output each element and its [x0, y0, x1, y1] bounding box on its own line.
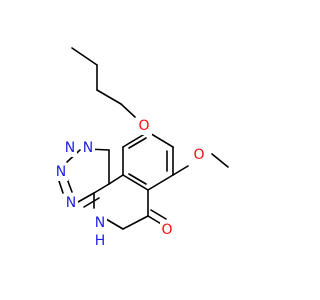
butoxy-chain [71, 47, 174, 148]
atom-o: O [160, 221, 175, 239]
bond [93, 183, 110, 194]
bond [147, 174, 174, 191]
atom-label-n: N [83, 140, 93, 156]
bond [83, 197, 100, 208]
atom-n: N [64, 194, 78, 212]
atom-label-o: O [193, 147, 204, 163]
atom-labels: N N N N N H O O O [54, 117, 207, 250]
atom-label-n: N [66, 195, 76, 211]
bond [122, 215, 149, 230]
atom-label-o: O [161, 222, 172, 238]
bond [147, 131, 174, 148]
atom-label-n: N [56, 164, 66, 180]
atom-label-h: H [95, 233, 106, 249]
atom-label-n: N [95, 215, 105, 231]
bond [150, 209, 167, 220]
atom-o: O [137, 117, 152, 135]
atom-n: N [54, 163, 68, 181]
atom-label-n: N [65, 140, 75, 156]
atom-o: O [192, 146, 207, 164]
bond [128, 173, 147, 185]
bond [120, 103, 136, 118]
molecule-structure: N N N N N H O O O [54, 47, 229, 250]
atom-n: N [81, 139, 95, 157]
atom-label-o: O [138, 118, 149, 134]
methoxy-group [172, 153, 229, 176]
bond [128, 137, 147, 149]
bond [77, 192, 95, 203]
benzene-ring [122, 131, 174, 191]
bond [71, 47, 98, 66]
bond [108, 174, 124, 185]
bond [172, 165, 189, 176]
atom-n: N [63, 139, 77, 157]
atom-nh: N H [93, 214, 107, 250]
bond [105, 218, 124, 230]
bond [122, 174, 149, 191]
bond [211, 153, 229, 168]
bond [96, 89, 122, 105]
